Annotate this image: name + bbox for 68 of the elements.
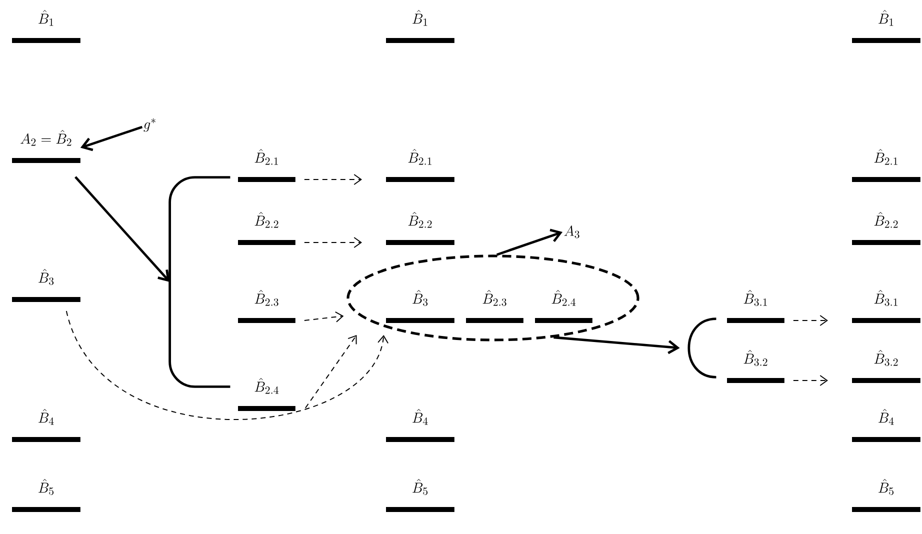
node-label: $\hat{B}_{2.1}$: [408, 148, 432, 165]
level-bar: $\hat{B}_{5}$: [852, 478, 920, 512]
node-label: $\hat{B}_{3.2}$: [874, 350, 898, 366]
node-label: $A_{2}=\hat{B}_{2}$: [20, 130, 72, 146]
node-label: $\hat{B}_{4}$: [412, 408, 428, 425]
node-label: $\hat{B}_{2.2}$: [874, 212, 898, 228]
node-label: $\hat{B}_{5}$: [412, 478, 428, 495]
level-bar: $\hat{B}_{4}$: [852, 408, 920, 442]
arrow: [80, 126, 143, 152]
node-label: $\hat{B}_{5}$: [878, 478, 894, 495]
level-bar: $\hat{B}_{3.1}$: [852, 290, 920, 323]
arrow: [792, 314, 828, 326]
level-bar: $\hat{B}_{5}$: [12, 478, 80, 512]
arrow: [304, 311, 344, 322]
node-label: $\hat{B}_{3}$: [38, 268, 54, 285]
level-bar: $\hat{B}_{2.4}$: [238, 378, 296, 411]
level-bar: $\hat{B}_{2.3}$: [466, 290, 524, 323]
level-bar: $\hat{B}_{3.1}$: [727, 290, 784, 323]
node-label: $\hat{B}_{2.2}$: [254, 212, 278, 228]
level-bar: $\hat{B}_{1}$: [852, 10, 920, 43]
dashed-ellipse: [346, 254, 640, 342]
node-label: $\hat{B}_{2.1}$: [254, 148, 278, 165]
node-label: $\hat{B}_{3.1}$: [744, 290, 767, 306]
node-label: $\hat{B}_{3.2}$: [744, 350, 768, 366]
level-bar: $\hat{B}_{2.1}$: [238, 148, 296, 182]
node-label: $\hat{B}_{1}$: [878, 10, 894, 26]
arrow: [66, 310, 389, 420]
node-label: $\hat{B}_{1}$: [38, 10, 54, 26]
node-label: $\hat{B}_{3.1}$: [874, 290, 898, 306]
level-bar: $\hat{B}_{1}$: [12, 10, 80, 43]
node-label: $g^{*}$: [144, 118, 156, 132]
node-label: $\hat{B}_{2.3}$: [254, 290, 278, 306]
node-label: $\hat{B}_{2.4}$: [552, 290, 576, 306]
node-label: $\hat{B}_{1}$: [412, 10, 428, 26]
level-bar: $\hat{B}_{3.2}$: [727, 350, 784, 383]
level-bar: $\hat{B}_{4}$: [386, 408, 454, 442]
arrow: [74, 176, 170, 282]
level-bar: $\hat{B}_{3}$: [12, 268, 80, 302]
level-bar: $\hat{B}_{3}$: [386, 290, 454, 323]
node-label: $\hat{B}_{2.3}$: [482, 290, 506, 306]
node-label: $\hat{B}_{2.1}$: [874, 148, 898, 165]
level-bar: $\hat{B}_{2.4}$: [535, 290, 592, 323]
level-bar: $\hat{B}_{2.3}$: [238, 290, 296, 323]
level-bar: $\hat{B}_{4}$: [12, 408, 80, 442]
arrow: [304, 174, 362, 185]
level-bar: $\hat{B}_{2.1}$: [852, 148, 920, 182]
node-label: $\hat{B}_{2.2}$: [408, 212, 432, 228]
node-label: $\hat{B}_{2.4}$: [254, 378, 278, 394]
bracket: [168, 176, 230, 388]
node-label: $\hat{B}_{5}$: [38, 478, 54, 495]
level-bar: $\hat{B}_{2.2}$: [386, 212, 454, 245]
node-label: $A_{3}$: [564, 226, 580, 238]
level-bar: $\hat{B}_{1}$: [386, 10, 454, 43]
node-label: $\hat{B}_{4}$: [878, 408, 894, 425]
arrow: [496, 228, 563, 256]
level-bar: $\hat{B}_{5}$: [386, 478, 454, 512]
level-bar: $A_{2}=\hat{B}_{2}$: [12, 130, 80, 163]
arrow: [792, 374, 828, 386]
node-label: $\hat{B}_{4}$: [38, 408, 54, 425]
node-label: $\hat{B}_{3}$: [412, 290, 428, 306]
level-bar: $\hat{B}_{2.2}$: [852, 212, 920, 245]
arrow: [554, 336, 680, 354]
arrow: [304, 334, 357, 408]
level-bar: $\hat{B}_{2.1}$: [386, 148, 454, 182]
level-bar: $\hat{B}_{3.2}$: [852, 350, 920, 383]
level-bar: $\hat{B}_{2.2}$: [238, 212, 296, 245]
bracket: [688, 318, 716, 378]
arrow: [304, 237, 362, 248]
